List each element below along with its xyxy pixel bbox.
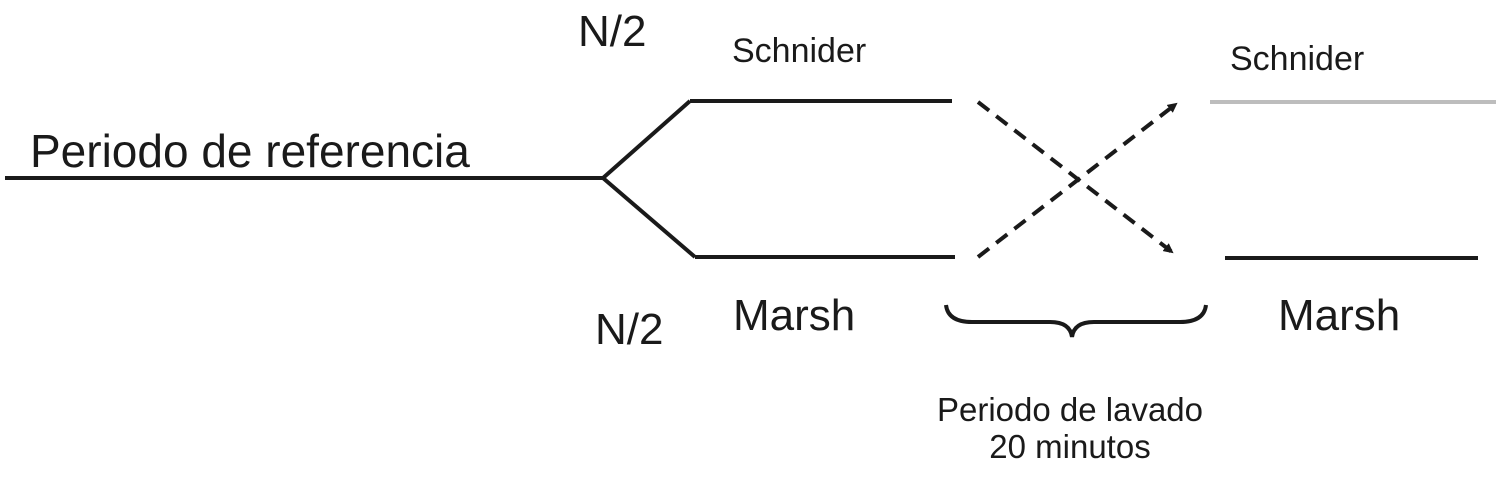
first-period-bottom-label: Marsh: [733, 291, 856, 340]
group-top-size-label: N/2: [578, 7, 647, 56]
split-line-bottom: [601, 176, 697, 259]
washout-brace: [944, 304, 1208, 338]
washout-duration: 20 minutos: [989, 427, 1151, 465]
crossover-arrow-down: [976, 100, 1174, 254]
washout-label: Periodo de lavado 20 minutos: [860, 391, 1280, 466]
second-period-top-label: Schnider: [1230, 40, 1365, 78]
group-bottom-size-label: N/2: [595, 305, 664, 354]
crossover-arrow-up: [976, 102, 1178, 259]
washout-title: Periodo de lavado: [936, 391, 1204, 428]
reference-period-label: Periodo de referencia: [30, 125, 470, 177]
second-period-bottom-label: Marsh: [1278, 291, 1401, 340]
first-period-top-label: Schnider: [732, 32, 867, 70]
split-line-top: [601, 99, 692, 180]
